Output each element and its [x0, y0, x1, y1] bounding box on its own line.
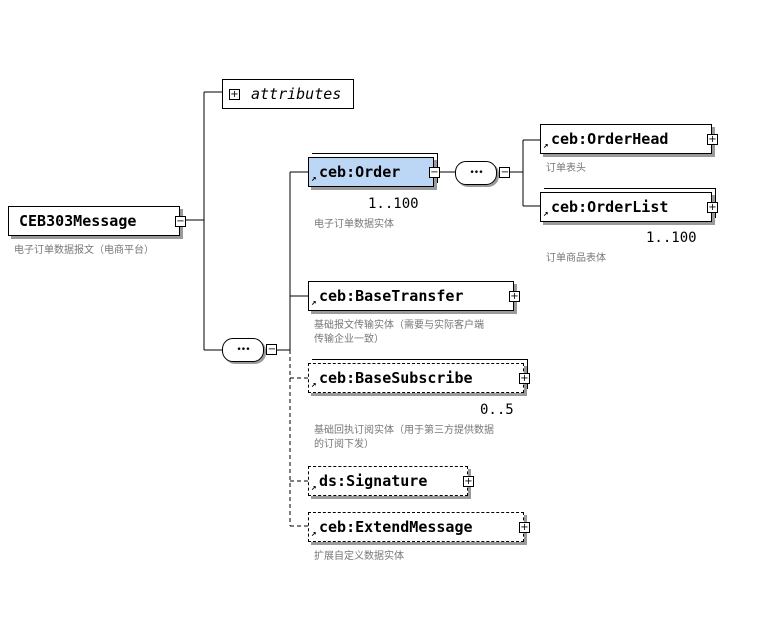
reference-arrow-icon: ↗ [543, 209, 549, 219]
root-element-note: 电子订单数据报文（电商平台） [14, 245, 154, 256]
element-ceb-orderhead[interactable]: ↗ ceb:OrderHead + [540, 124, 718, 154]
cardinality-label: 1..100 [646, 230, 697, 246]
expand-toggle-icon[interactable]: + [519, 373, 530, 384]
collapse-toggle-icon[interactable]: − [499, 167, 510, 178]
element-ceb-orderlist-label: ceb:OrderList [551, 198, 669, 216]
element-ceb-orderlist[interactable]: ↗ ceb:OrderList + [540, 188, 718, 222]
element-ceb-order-label: ceb:Order [319, 163, 401, 181]
sequence-icon: ••• [236, 345, 250, 355]
reference-arrow-icon: ↗ [543, 141, 549, 151]
element-ceb-basesubscribe[interactable]: ↗ ceb:BaseSubscribe + [308, 359, 530, 393]
element-ceb-extendmessage[interactable]: ↗ ceb:ExtendMessage + [308, 512, 530, 542]
element-ceb-basesubscribe-label: ceb:BaseSubscribe [319, 369, 473, 387]
expand-toggle-icon[interactable]: + [229, 89, 240, 100]
element-ceb-orderhead-note: 订单表头 [546, 163, 586, 174]
element-ceb-basesubscribe-note-line2: 的订阅下发） [314, 439, 374, 450]
element-ceb-basetransfer-label: ceb:BaseTransfer [319, 287, 464, 305]
element-ceb-basetransfer-note-line2: 传输企业一致） [314, 334, 384, 345]
expand-toggle-icon[interactable]: + [707, 134, 718, 145]
collapse-toggle-icon[interactable]: − [175, 216, 186, 227]
expand-toggle-icon[interactable]: + [463, 476, 474, 487]
element-ceb-basesubscribe-note-line1: 基础回执订阅实体（用于第三方提供数据 [314, 425, 494, 436]
reference-arrow-icon: ↗ [311, 380, 317, 390]
cardinality-label: 1..100 [368, 196, 419, 212]
element-ceb-extendmessage-label: ceb:ExtendMessage [319, 518, 473, 536]
element-ceb-orderlist-note: 订单商品表体 [546, 253, 606, 264]
sequence-compositor[interactable]: ••• − [222, 338, 277, 362]
element-ds-signature[interactable]: ↗ ds:Signature + [308, 466, 474, 496]
reference-arrow-icon: ↗ [311, 529, 317, 539]
element-ceb-order-note: 电子订单数据实体 [314, 219, 394, 230]
cardinality-label: 0..5 [480, 402, 514, 418]
sequence-icon: ••• [469, 168, 483, 178]
collapse-toggle-icon[interactable]: − [429, 167, 440, 178]
root-element-ceb303message[interactable]: CEB303Message − [8, 206, 186, 236]
element-ceb-orderhead-label: ceb:OrderHead [551, 130, 669, 148]
attributes-label: attributes [251, 85, 342, 103]
element-ds-signature-label: ds:Signature [319, 472, 428, 490]
expand-toggle-icon[interactable]: + [707, 202, 718, 213]
element-ceb-basetransfer-note-line1: 基础报文传输实体（需要与实际客户端 [314, 320, 484, 331]
order-sequence-compositor[interactable]: ••• − [455, 161, 510, 185]
element-ceb-basetransfer[interactable]: ↗ ceb:BaseTransfer + [308, 281, 520, 311]
element-ceb-order[interactable]: ↗ ceb:Order − [308, 153, 440, 187]
attributes-group[interactable]: + attributes [222, 79, 354, 109]
reference-arrow-icon: ↗ [311, 483, 317, 493]
root-element-label: CEB303Message [19, 212, 137, 230]
expand-toggle-icon[interactable]: + [519, 522, 530, 533]
expand-toggle-icon[interactable]: + [509, 291, 520, 302]
collapse-toggle-icon[interactable]: − [266, 344, 277, 355]
reference-arrow-icon: ↗ [311, 298, 317, 308]
element-ceb-extendmessage-note: 扩展自定义数据实体 [314, 551, 404, 562]
reference-arrow-icon: ↗ [311, 174, 317, 184]
